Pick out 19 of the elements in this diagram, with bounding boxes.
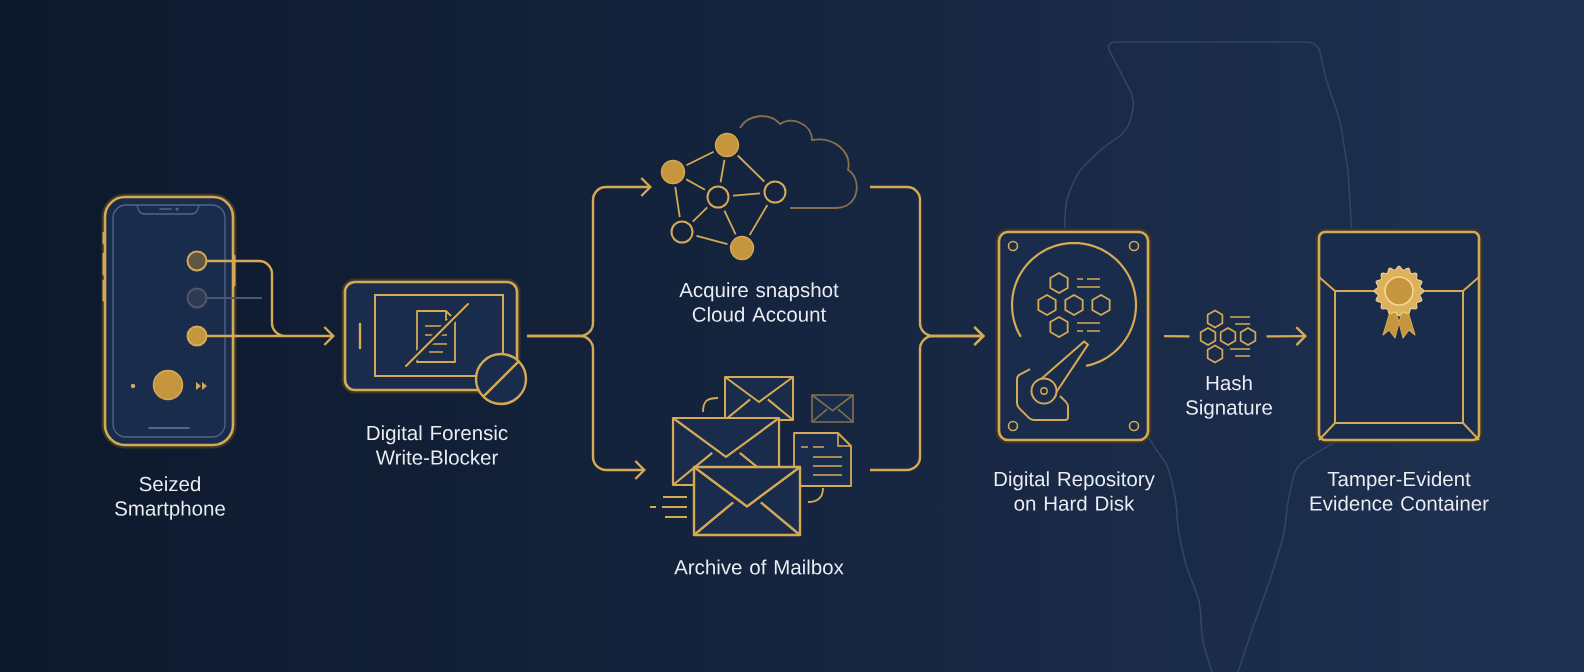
arrow (231, 259, 335, 346)
hexagon-hash-icon (1199, 309, 1257, 364)
caption-text: Seized Smartphone (115, 476, 225, 520)
hard-disk-illustration (995, 228, 1152, 444)
envelopes-illustration (649, 376, 854, 537)
evidence-envelope-illustration (1315, 228, 1483, 444)
caption-text: Digital Repository on Hard Disk (994, 471, 1155, 511)
connector-line (1164, 334, 1190, 338)
caption-text: Digital Forensic Write-Blocker (367, 425, 508, 465)
caption-text: Tamper-Evident Evidence Container (1310, 471, 1489, 511)
arrow (1266, 326, 1307, 347)
cloud-network-icon (660, 115, 858, 261)
arrow (870, 326, 985, 472)
smartphone-illustration (101, 193, 263, 449)
caption-text: Acquire snapshot Cloud Account (679, 282, 839, 322)
caption-text: Archive of Mailbox (674, 559, 844, 575)
caption-text: Hash Signature (1186, 375, 1272, 419)
write-blocker-illustration (341, 278, 528, 406)
arrow (527, 334, 646, 480)
